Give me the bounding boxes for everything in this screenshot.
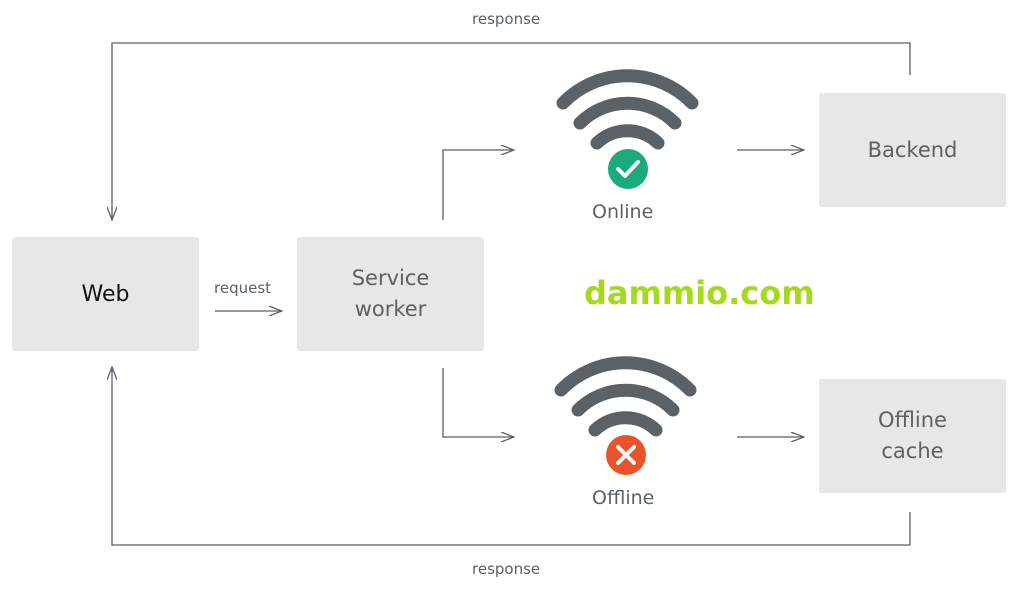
online-label: Online [592, 201, 654, 223]
response-bottom-label: response [472, 560, 541, 578]
web-node: Web [12, 237, 199, 351]
offline-cache-node: Offline cache [819, 379, 1006, 493]
request-label: request [214, 279, 272, 297]
backend-node: Backend [819, 93, 1006, 207]
offline-label: Offline [592, 487, 655, 509]
response-top-connector [112, 42, 911, 220]
response-bottom-connector [112, 367, 911, 546]
sw-to-offline-connector [442, 368, 514, 437]
response-top-label: response [472, 10, 541, 28]
service-worker-node: Service worker [297, 237, 484, 351]
web-node-label: Web [81, 281, 130, 307]
sw-to-online-connector [442, 150, 514, 220]
backend-node-label: Backend [867, 137, 958, 162]
service-worker-label-line-2: worker [354, 297, 427, 321]
service-worker-label-line-1: Service [351, 266, 430, 290]
wifi-x-icon [554, 356, 697, 475]
offline-cache-label-line-1: Offline [878, 408, 947, 432]
offline-cache-label-line-2: cache [881, 439, 944, 463]
wifi-check-icon [556, 69, 699, 189]
watermark: dammio.com [584, 274, 815, 312]
